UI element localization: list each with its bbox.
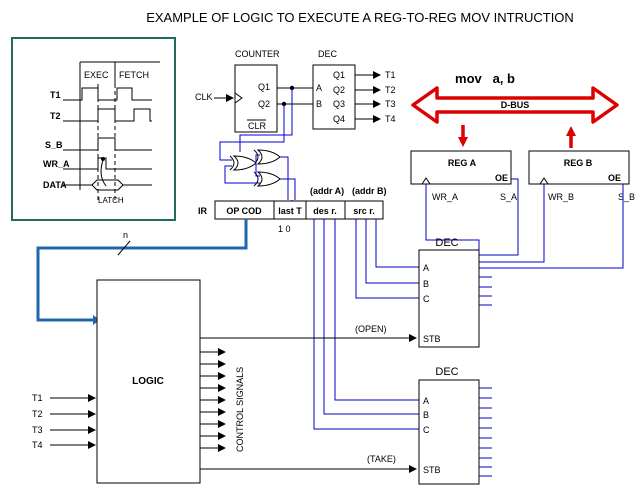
dec-top-q1: Q1 — [333, 70, 345, 80]
reg-b-s-label: S_B — [618, 192, 635, 202]
reg-a-wr-label: WR_A — [432, 192, 458, 202]
logic-input-t3: T3 — [32, 425, 43, 435]
page-title: EXAMPLE OF LOGIC TO EXECUTE A REG-TO-REG… — [146, 10, 574, 25]
reg-b-oe: OE — [608, 173, 621, 183]
register-b: REG B OE WR_B S_B — [528, 150, 635, 202]
decoder-low: DEC A B C STB (TAKE) — [200, 366, 492, 485]
d-bus: D-BUS — [411, 86, 619, 148]
bus-label: D-BUS — [501, 100, 530, 110]
counter-title: COUNTER — [235, 49, 280, 59]
ir-field-opcod: OP COD — [226, 206, 262, 216]
reg-a-s-label: S_A — [500, 192, 517, 202]
dec-top-in-a: A — [316, 83, 322, 93]
ir-field-lastt: last T — [278, 206, 302, 216]
latch-label: LATCH — [98, 196, 124, 205]
t1-waveform — [63, 87, 152, 101]
timing-signal-data: DATA — [43, 180, 67, 190]
dec-top-out-t4: T4 — [385, 114, 396, 124]
ir-last-t-bits: 1 0 — [278, 224, 291, 234]
reg-a-oe: OE — [495, 173, 508, 183]
ir-label: IR — [198, 206, 208, 216]
logic-block: LOGIC T1 T2 T3 T4 CONTROL SIGNALS — [32, 279, 245, 484]
dec-low-stb-signal: (TAKE) — [367, 454, 396, 464]
dec-low-stb: STB — [423, 465, 441, 475]
dec-mid-in-a: A — [423, 263, 429, 273]
dec-low-title: DEC — [435, 366, 458, 378]
timing-signal-t1: T1 — [50, 90, 61, 100]
instruction-register: IR OP COD last T des r. src r. (addr A) … — [198, 186, 387, 234]
reg-b-name: REG B — [564, 158, 593, 168]
instruction-text: mov a, b — [455, 71, 515, 86]
dec-low-in-b: B — [423, 410, 429, 420]
register-a: REG A OE WR_A S_A — [410, 150, 517, 202]
phase-exec-label: EXEC — [84, 70, 109, 80]
xor-feedback-wires — [219, 88, 296, 200]
dec-top-q3: Q3 — [333, 99, 345, 109]
reg-a-name: REG A — [448, 158, 477, 168]
logic-label: LOGIC — [132, 376, 164, 387]
dec-top-out-t3: T3 — [385, 99, 396, 109]
dec-top-q2: Q2 — [333, 85, 345, 95]
dec-top-title: DEC — [318, 49, 338, 59]
bus-width-label: n — [123, 230, 128, 240]
dec-mid-stb: STB — [423, 334, 441, 344]
dec-top-out-t2: T2 — [385, 85, 396, 95]
phase-fetch-label: FETCH — [119, 70, 149, 80]
counter: COUNTER Q1 Q2 CLR CLK — [195, 49, 280, 133]
ir-addr-b: (addr B) — [352, 186, 387, 196]
control-signals-label: CONTROL SIGNALS — [235, 367, 245, 452]
data-waveform — [63, 179, 152, 191]
timing-signal-s-b: S_B — [45, 140, 63, 150]
reg-b-wr-label: WR_B — [548, 192, 574, 202]
dec-top-out-t1: T1 — [385, 70, 396, 80]
dec-top-in-b: B — [316, 99, 322, 109]
logic-input-t1: T1 — [32, 393, 43, 403]
counter-clr-label: CLR — [248, 121, 267, 131]
timing-diagram: EXEC FETCH T1 T2 S_B WR_A DATA LATCH — [11, 37, 176, 221]
control-signal-arrows — [200, 348, 226, 452]
decoder-mid: DEC A B C STB (OPEN) — [200, 237, 492, 348]
t2-waveform — [63, 108, 152, 122]
clk-label: CLK — [195, 92, 213, 102]
ir-field-srcr: src r. — [353, 206, 375, 216]
counter-q1-label: Q1 — [258, 82, 270, 92]
register-control-wires — [425, 178, 624, 269]
ir-addr-a: (addr A) — [310, 186, 344, 196]
dec-mid-in-b: B — [423, 279, 429, 289]
decoder-top: DEC A B Q1 Q2 Q3 Q4 T1 T2 T3 T4 — [312, 49, 396, 130]
logic-input-t2: T2 — [32, 409, 43, 419]
counter-q2-label: Q2 — [258, 99, 270, 109]
dec-low-in-c: C — [423, 425, 430, 435]
timing-signal-wr-a: WR_A — [43, 159, 70, 169]
logic-input-t4: T4 — [32, 440, 43, 450]
dec-low-in-a: A — [423, 396, 429, 406]
dec-mid-stb-signal: (OPEN) — [355, 324, 387, 334]
xor-gates — [229, 149, 281, 187]
ir-field-desr: des r. — [313, 206, 337, 216]
dec-top-q4: Q4 — [333, 114, 345, 124]
timing-signal-t2: T2 — [50, 111, 61, 121]
dec-mid-title: DEC — [435, 237, 458, 249]
s-b-waveform — [63, 137, 152, 151]
ir-field-wires — [291, 200, 419, 430]
dec-mid-in-c: C — [423, 294, 430, 304]
